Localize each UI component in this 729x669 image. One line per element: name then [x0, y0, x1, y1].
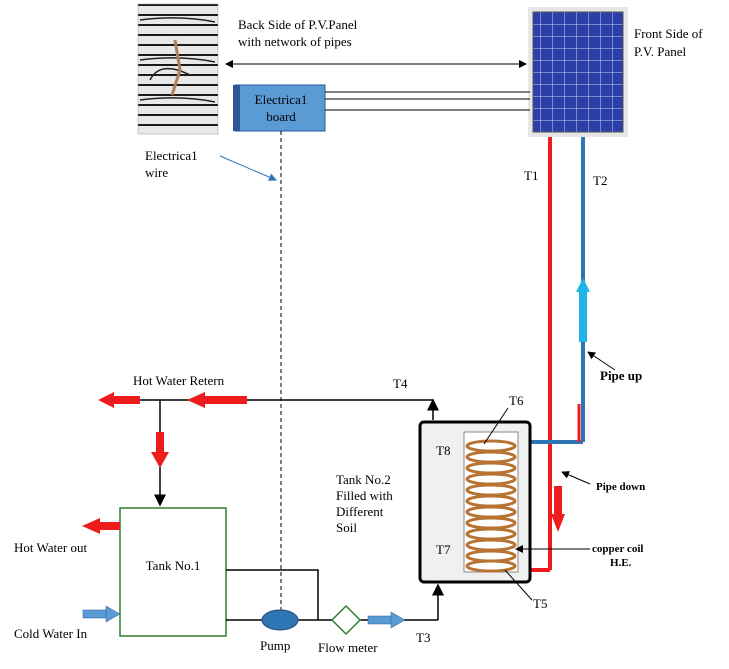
t2-label: T2	[593, 173, 607, 188]
flow-meter-label: Flow meter	[318, 640, 378, 655]
t4-label: T4	[393, 376, 408, 391]
tank2-label-2: Filled with	[336, 488, 393, 503]
t7-label: T7	[436, 542, 451, 557]
pump-icon	[261, 609, 299, 631]
front-side-label-2: P.V. Panel	[634, 44, 687, 59]
copper-coil	[465, 439, 517, 573]
t1-label: T1	[524, 168, 538, 183]
electrical-board-label-1: Electrica1	[255, 92, 308, 107]
copper-coil-label-1: copper coil	[592, 543, 643, 555]
tank1-label: Tank No.1	[146, 558, 201, 573]
board-wires	[325, 91, 530, 111]
t5-label: T5	[533, 596, 547, 611]
back-side-label-1: Back Side of P.V.Panel	[238, 17, 358, 32]
tank2-label-4: Soil	[336, 520, 357, 535]
pump-label: Pump	[260, 638, 290, 653]
t8-label: T8	[436, 443, 450, 458]
pump-circuit	[226, 569, 444, 621]
tank-2	[418, 420, 532, 584]
pipe-down-arrow	[551, 514, 565, 532]
tank2-label-3: Different	[336, 504, 384, 519]
electrical-wire-label-1: Electrica1	[145, 148, 198, 163]
return-arrows	[98, 392, 247, 468]
cold-water-in-arrow	[82, 605, 121, 623]
flow-meter-icon	[330, 604, 362, 636]
tank2-label-1: Tank No.2	[336, 472, 391, 487]
electrical-board-label-2: board	[266, 109, 296, 124]
pv-panel-front	[528, 7, 628, 137]
flow-arrow	[367, 611, 406, 629]
tank-1: Tank No.1	[119, 507, 227, 637]
electrical-wire-label-2: wire	[145, 165, 168, 180]
back-side-label-2: with network of pipes	[238, 34, 352, 49]
t6-label: T6	[509, 393, 524, 408]
electrical-board: Electrica1 board	[233, 84, 326, 132]
pipe-up-arrow	[576, 278, 590, 292]
hot-water-out-arrow	[82, 518, 120, 534]
pipe-down-label: Pipe down	[596, 481, 645, 493]
t3-label: T3	[416, 630, 430, 645]
pv-back-photo	[137, 3, 219, 135]
front-side-label-1: Front Side of	[634, 26, 703, 41]
pipe-up-label: Pipe up	[600, 368, 642, 383]
copper-coil-label-2: H.E.	[610, 557, 632, 569]
cold-water-in-label: Cold Water In	[14, 626, 88, 641]
electrical-wire-pointer	[219, 155, 277, 181]
hot-water-out-label: Hot Water out	[14, 540, 87, 555]
hot-water-return-label: Hot Water Retern	[133, 373, 225, 388]
